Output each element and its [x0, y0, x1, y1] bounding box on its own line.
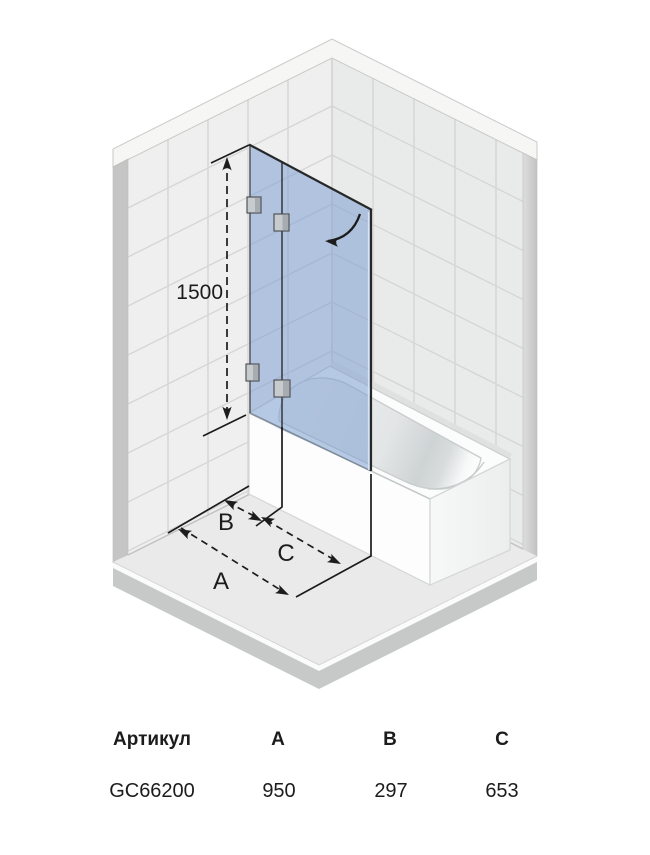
hinge-icon	[246, 196, 262, 214]
hinge-icon	[245, 363, 260, 382]
glass-bottom-edge	[249, 412, 372, 472]
glass-screen	[245, 143, 373, 472]
dim-line-c	[265, 519, 339, 563]
glass-door-panel	[282, 161, 371, 471]
table-cell-b: 297	[374, 780, 407, 802]
dim-c-label: C	[277, 540, 294, 567]
table-cell-article: GC66200	[109, 780, 195, 802]
table-header-article: Артикул	[113, 729, 191, 750]
table-header-a: A	[271, 729, 285, 750]
wall-top-band	[112, 38, 538, 168]
floor-edge-line	[112, 555, 538, 666]
hinge-icon	[273, 213, 290, 232]
ext-line-top	[210, 144, 250, 164]
ext-line-glass-right	[295, 474, 372, 598]
floor-slab-side	[113, 562, 537, 689]
dim-line-a	[180, 527, 288, 595]
left-wall-edge-strip	[112, 158, 129, 564]
table-cell-a: 950	[262, 780, 295, 802]
glass-top-profile	[248, 143, 373, 211]
spec-table: Артикул A B C GC66200 950 297 653	[109, 729, 519, 802]
dim-a-label: A	[213, 568, 229, 595]
dim-b-label: B	[218, 509, 234, 536]
dimension-labels: 1500 B C A	[176, 281, 294, 595]
table-header-c: C	[495, 729, 509, 750]
ext-line-bottom	[202, 414, 247, 437]
dimensions	[167, 144, 372, 600]
ext-line-wall	[167, 485, 250, 534]
tub-end-face	[429, 458, 511, 586]
tub-basin-floor-line	[427, 461, 485, 490]
height-dimension-label: 1500	[176, 281, 223, 304]
hinges	[245, 196, 291, 398]
table-cell-c: 653	[485, 780, 518, 802]
right-wall-edge-strip	[522, 152, 538, 557]
table-header-b: B	[383, 729, 397, 750]
hinge-icon	[273, 379, 291, 398]
